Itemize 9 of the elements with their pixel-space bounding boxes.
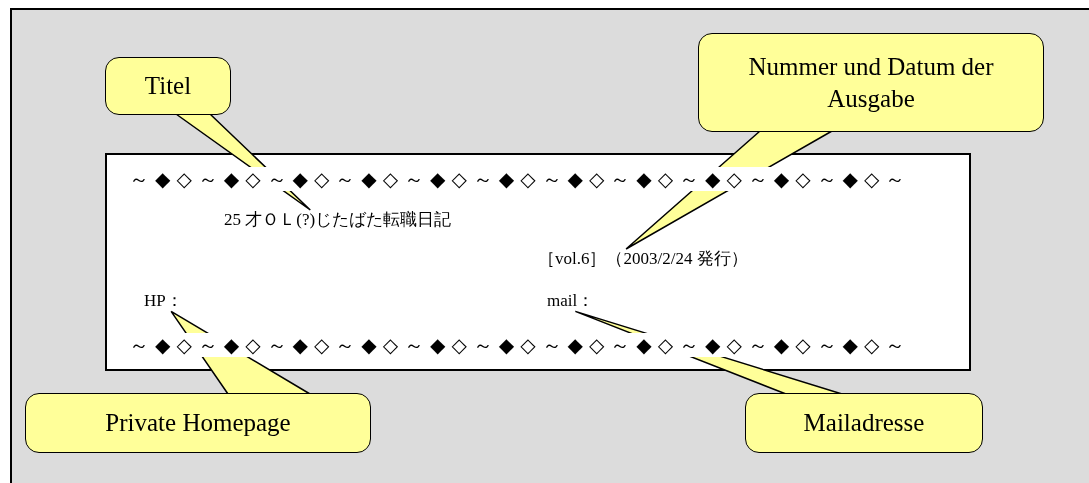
callout-bubble: Mailadresse [745, 393, 983, 453]
newsletter-header-box [105, 153, 971, 371]
header-text: 25 才ＯＬ(?)じたばた転職日記 [224, 210, 452, 231]
callout-bubble: Nummer und Datum der Ausgabe [698, 33, 1044, 132]
callout-bubble: Private Homepage [25, 393, 371, 453]
header-text: HP： [144, 291, 183, 312]
header-text: ［vol.6］（2003/2/24 発行） [538, 249, 748, 270]
callout-bubble: Titel [105, 57, 231, 115]
header-text: mail： [547, 291, 595, 312]
